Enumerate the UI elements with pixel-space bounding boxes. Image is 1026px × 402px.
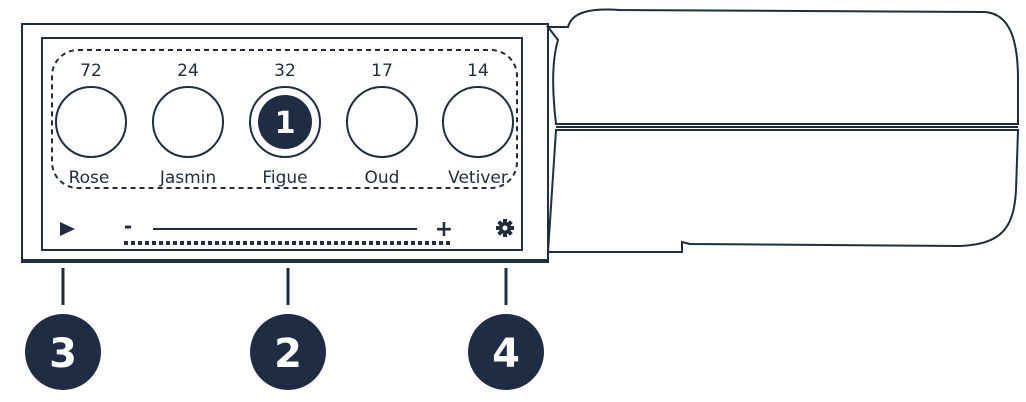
channel-value: 24 (177, 61, 199, 81)
control-panel: 72 Rose 24 Jasmin 32 1 Figue 17 Oud 14 V… (21, 23, 549, 263)
channel-value: 72 (80, 61, 102, 81)
intensity-slider[interactable]: - + (124, 214, 453, 245)
housing-bottom (546, 129, 1020, 253)
channel-knob[interactable] (346, 86, 418, 158)
slider-plus[interactable]: + (435, 217, 453, 242)
callout-number: 3 (49, 331, 77, 377)
selected-badge (258, 95, 312, 149)
device-housing (22, 8, 1020, 261)
channel-label: Vetiver (448, 168, 508, 188)
channel-oud[interactable]: 17 Oud (346, 61, 418, 188)
channel-label: Rose (69, 168, 110, 188)
channel-label: Figue (262, 168, 307, 188)
channel-label: Jasmin (159, 168, 216, 188)
callout-3: 3 (25, 268, 101, 390)
housing-joint (22, 252, 549, 261)
selected-badge-number: 1 (275, 106, 296, 141)
gear-icon (496, 219, 514, 237)
channel-knob[interactable] (152, 86, 224, 158)
play-icon (60, 222, 75, 236)
channel-knob[interactable] (442, 86, 514, 158)
panel-screen (41, 37, 523, 251)
channel-vetiver[interactable]: 14 Vetiver (442, 61, 514, 188)
channel-figue[interactable]: 32 1 Figue (249, 61, 321, 188)
channel-jasmin[interactable]: 24 Jasmin (152, 61, 224, 188)
channel-value: 14 (467, 61, 489, 81)
callout-2: 2 (250, 268, 326, 390)
channel-rose[interactable]: 72 Rose (55, 61, 127, 188)
channel-value: 17 (371, 61, 393, 81)
settings-button[interactable] (496, 219, 514, 237)
housing-top (545, 8, 1019, 125)
play-button[interactable] (60, 222, 75, 236)
channel-knob-selected[interactable] (249, 86, 321, 158)
channel-value: 32 (274, 61, 296, 81)
callout-badge (25, 314, 101, 390)
callout-number: 4 (492, 331, 520, 377)
channel-label: Oud (365, 168, 400, 188)
callout-badge (250, 314, 326, 390)
callout-4: 4 (468, 268, 544, 390)
callout-badge (468, 314, 544, 390)
slider-minus[interactable]: - (124, 214, 132, 238)
channel-group-outline (51, 49, 518, 189)
panel-outer (21, 23, 549, 263)
callout-number: 2 (274, 331, 302, 377)
channel-knob[interactable] (55, 86, 127, 158)
